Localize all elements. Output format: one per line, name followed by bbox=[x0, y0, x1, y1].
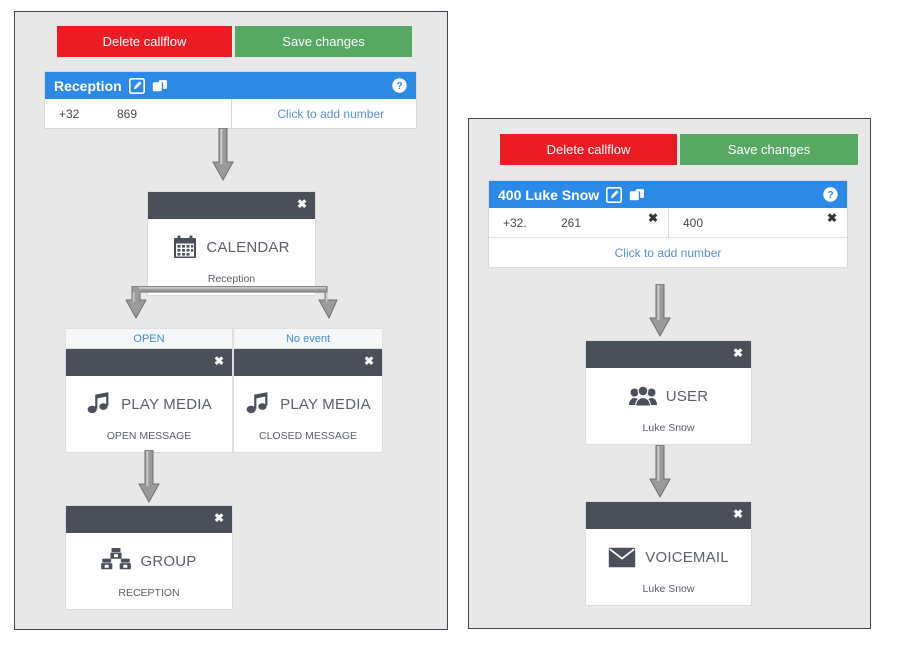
number-cell[interactable]: +32 869 bbox=[45, 99, 231, 128]
node-type-label: USER bbox=[665, 387, 709, 405]
node-type-label: VOICEMAIL bbox=[645, 548, 729, 566]
remove-number-icon[interactable]: ✖ bbox=[826, 211, 837, 225]
node-main: VOICEMAIL bbox=[586, 540, 751, 574]
node-title-bar: ✖ bbox=[586, 341, 751, 368]
number-list-luke-snow: +32. 261 ✖ 400 ✖ Click to add number bbox=[489, 208, 847, 267]
node-body: PLAY MEDIA OPEN MESSAGE bbox=[66, 376, 232, 442]
number-row: +32. 261 ✖ 400 ✖ bbox=[489, 208, 847, 238]
node-type-label: GROUP bbox=[140, 552, 197, 570]
add-number-link[interactable]: Click to add number bbox=[614, 245, 722, 260]
flow-arrow-down bbox=[648, 445, 672, 501]
close-icon[interactable]: ✖ bbox=[732, 346, 743, 360]
clone-copy-icon[interactable] bbox=[629, 187, 645, 203]
node-main: GROUP bbox=[66, 544, 232, 578]
save-changes-button[interactable]: Save changes bbox=[680, 134, 858, 165]
node-title-bar: ✖ bbox=[148, 192, 315, 219]
node-body: PLAY MEDIA CLOSED MESSAGE bbox=[234, 376, 382, 442]
number-value: 400 bbox=[683, 215, 704, 230]
action-button-row-luke-snow: Delete callflow Save changes bbox=[500, 134, 858, 165]
node-main: PLAY MEDIA bbox=[234, 387, 382, 421]
node-subtitle: Reception bbox=[207, 273, 256, 285]
flow-arrow-down bbox=[648, 284, 672, 340]
node-subtitle: CLOSED MESSAGE bbox=[258, 430, 358, 442]
clone-copy-icon[interactable] bbox=[152, 78, 168, 94]
node-title-bar: ✖ bbox=[586, 502, 751, 529]
node-subtitle: Luke Snow bbox=[642, 422, 695, 434]
branch-label-no-event: No event bbox=[234, 329, 382, 349]
flow-node-user[interactable]: ✖ USER Luke Snow bbox=[586, 341, 751, 444]
branch-label-open: OPEN bbox=[66, 329, 232, 349]
close-icon[interactable]: ✖ bbox=[213, 511, 224, 525]
music-note-icon bbox=[245, 392, 271, 416]
node-subtitle: OPEN MESSAGE bbox=[106, 430, 192, 442]
number-cell[interactable]: +32. 261 ✖ bbox=[489, 208, 668, 237]
delete-callflow-button[interactable]: Delete callflow bbox=[57, 26, 232, 57]
number-prefix: +32. bbox=[503, 215, 527, 230]
envelope-icon bbox=[608, 547, 636, 568]
callflow-card-reception: Reception ? +32 869 Cli bbox=[45, 72, 416, 128]
flow-node-voicemail[interactable]: ✖ VOICEMAIL Luke Snow bbox=[586, 502, 751, 605]
node-title-bar: ✖ bbox=[66, 349, 232, 376]
node-type-label: CALENDAR bbox=[206, 238, 290, 256]
action-button-row-reception: Delete callflow Save changes bbox=[57, 26, 412, 57]
node-subtitle: RECEPTION bbox=[118, 587, 180, 599]
flow-arrow-down bbox=[137, 450, 161, 506]
delete-callflow-button[interactable]: Delete callflow bbox=[500, 134, 677, 165]
number-prefix: +32 bbox=[59, 106, 80, 121]
node-title-bar: ✖ bbox=[66, 506, 232, 533]
save-changes-button[interactable]: Save changes bbox=[235, 26, 412, 57]
node-main: PLAY MEDIA bbox=[66, 387, 232, 421]
music-note-icon bbox=[86, 392, 112, 416]
number-row: +32 869 Click to add number bbox=[45, 99, 416, 128]
users-icon bbox=[628, 385, 657, 407]
node-body: USER Luke Snow bbox=[586, 368, 751, 434]
number-list-reception: +32 869 Click to add number bbox=[45, 99, 416, 128]
node-body: VOICEMAIL Luke Snow bbox=[586, 529, 751, 595]
node-type-label: PLAY MEDIA bbox=[280, 395, 371, 413]
close-icon[interactable]: ✖ bbox=[363, 354, 374, 368]
flow-arrow-down bbox=[211, 128, 235, 184]
node-body: CALENDAR Reception bbox=[148, 219, 315, 285]
edit-pencil-icon[interactable] bbox=[128, 77, 145, 94]
flow-node-group[interactable]: ✖ GROUP bbox=[66, 506, 232, 609]
node-body: GROUP RECEPTION bbox=[66, 533, 232, 599]
number-value: 261 bbox=[561, 215, 582, 230]
flow-arrow-branch bbox=[110, 286, 355, 332]
number-value: 869 bbox=[117, 106, 138, 121]
node-main: CALENDAR bbox=[148, 230, 315, 264]
callflow-title: 400 Luke Snow bbox=[498, 186, 600, 203]
close-icon[interactable]: ✖ bbox=[296, 197, 307, 211]
callflow-header-reception: Reception ? bbox=[45, 72, 416, 99]
callflow-card-luke-snow: 400 Luke Snow ? +32. 261 ✖ bbox=[489, 181, 847, 267]
callflow-header-luke-snow: 400 Luke Snow ? bbox=[489, 181, 847, 208]
help-question-icon[interactable]: ? bbox=[823, 187, 838, 202]
remove-number-icon[interactable]: ✖ bbox=[647, 211, 658, 225]
group-phones-icon bbox=[101, 548, 132, 574]
node-type-label: PLAY MEDIA bbox=[121, 395, 212, 413]
edit-pencil-icon[interactable] bbox=[606, 186, 623, 203]
help-question-icon[interactable]: ? bbox=[392, 78, 407, 93]
add-number-row: Click to add number bbox=[489, 238, 847, 267]
node-subtitle: Luke Snow bbox=[642, 583, 695, 595]
flow-node-calendar[interactable]: ✖ CALEN bbox=[148, 192, 315, 295]
flow-node-play-media-closed[interactable]: ✖ PLAY MEDIA CLOSED MESSAGE bbox=[234, 349, 382, 452]
number-cell[interactable]: 400 ✖ bbox=[668, 208, 847, 237]
callflow-title: Reception bbox=[54, 77, 122, 94]
add-number-link[interactable]: Click to add number bbox=[230, 99, 417, 128]
flow-node-play-media-open[interactable]: ✖ PLAY MEDIA OPEN MESSAGE bbox=[66, 349, 232, 452]
node-title-bar: ✖ bbox=[234, 349, 382, 376]
node-main: USER bbox=[586, 379, 751, 413]
close-icon[interactable]: ✖ bbox=[732, 507, 743, 521]
svg-text:?: ? bbox=[396, 81, 402, 92]
calendar-icon bbox=[173, 235, 197, 259]
svg-text:?: ? bbox=[827, 190, 833, 201]
close-icon[interactable]: ✖ bbox=[213, 354, 224, 368]
